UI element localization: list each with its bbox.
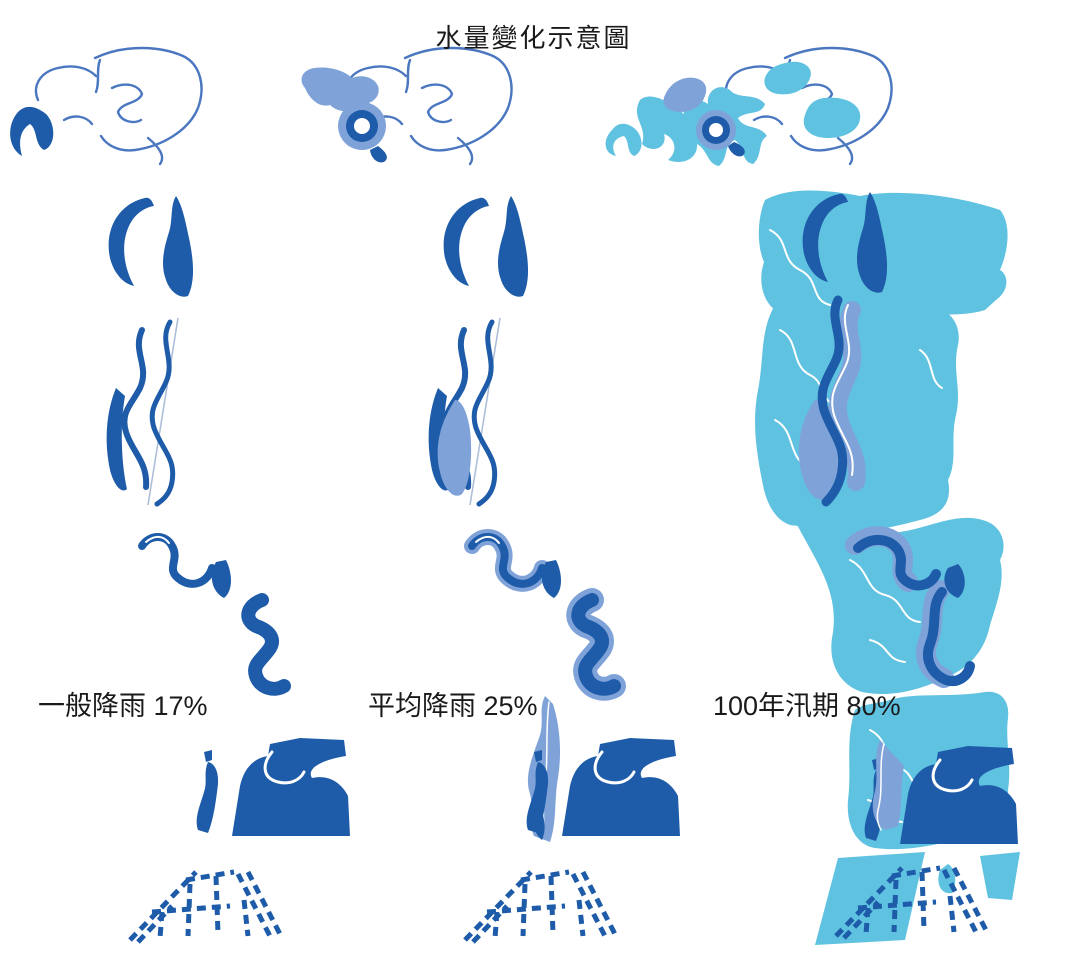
flood-pond	[434, 400, 472, 496]
site-map-outline	[10, 46, 203, 166]
bridge-structure	[130, 872, 282, 942]
label-100yr-flood: 100年汛期 80%	[713, 691, 901, 721]
site-map-flooded	[605, 46, 893, 166]
lagoon-crescents	[108, 196, 194, 297]
meander-curve-widened	[472, 537, 614, 689]
panel-average-rainfall	[301, 46, 682, 942]
diagram-title: 水量變化示意圖	[435, 23, 632, 53]
lagoon-crescents	[443, 196, 529, 297]
embankment-block-flooded	[863, 740, 1020, 846]
panel-100yr-flood	[605, 46, 1020, 945]
embankment-block	[195, 736, 352, 838]
meander-curve-flooded	[845, 526, 975, 688]
flood-pond-and-channel	[798, 295, 866, 507]
bridge-structure	[465, 872, 617, 942]
panel-normal-rainfall	[10, 46, 352, 942]
river-threads	[107, 318, 178, 505]
flood-patches	[301, 67, 387, 163]
meander-curve	[142, 537, 284, 689]
label-average-rainfall: 平均降雨 25%	[368, 691, 538, 721]
label-normal-rainfall: 一般降雨 17%	[38, 691, 208, 721]
